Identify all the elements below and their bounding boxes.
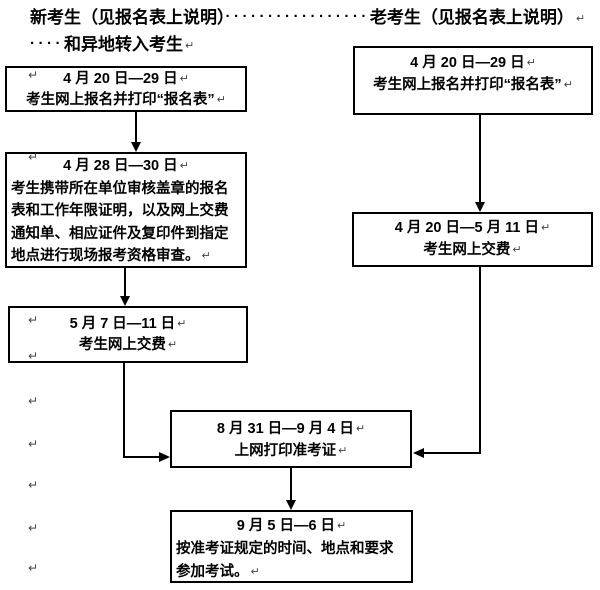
paragraph-mark: ↵ (28, 561, 39, 575)
return-mark: ↵ (179, 160, 189, 172)
transfer-candidates-label: 和异地转入考生 (63, 35, 183, 54)
return-mark: ↵ (184, 40, 195, 52)
arrowhead-down-icon (120, 296, 130, 306)
connector-right2-center1-horizontal (424, 452, 481, 454)
new-online-registration-box: 4 月 20 日—29 日↵ 考生网上报名并打印“报名表”↵ (5, 66, 247, 112)
new-online-payment-box: 5 月 7 日—11 日↵ 考生网上交费↵ (8, 306, 248, 363)
paragraph-mark: ↵ (28, 521, 39, 535)
new-registration-text: 考生网上报名并打印“报名表” (26, 92, 215, 108)
connector-right2-center1-vertical (479, 267, 481, 454)
return-mark: ↵ (250, 566, 260, 578)
paragraph-mark: ↵ (28, 68, 39, 82)
return-mark: ↵ (338, 445, 348, 457)
return-mark: ↵ (355, 423, 366, 435)
connector-left2-left3 (124, 268, 126, 297)
new-payment-text: 考生网上交费 (78, 337, 166, 353)
new-candidates-label: 新考生（见报名表上说明） (30, 8, 226, 27)
dotted-leader-2: ···· (30, 35, 64, 52)
dotted-leader: ················· (225, 8, 370, 25)
arrowhead-right-icon (159, 452, 170, 462)
new-payment-date: 5 月 7 日—11 日 (69, 316, 176, 332)
return-mark: ↵ (179, 73, 189, 85)
old-online-registration-box: 4 月 20 日—29 日↵ 考生网上报名并打印“报名表”↵ (353, 46, 593, 115)
print-ticket-text: 上网打印准考证 (234, 443, 337, 459)
return-mark: ↵ (541, 222, 551, 234)
return-mark: ↵ (167, 339, 178, 351)
old-registration-text: 考生网上报名并打印“报名表” (373, 77, 562, 93)
paragraph-mark: ↵ (28, 349, 39, 363)
old-payment-text: 考生网上交费 (423, 242, 511, 258)
print-ticket-date: 8 月 31 日—9 月 4 日 (216, 421, 354, 437)
arrowhead-left-icon (413, 448, 424, 458)
return-mark: ↵ (201, 250, 211, 262)
old-candidates-label: 老考生（见报名表上说明） (369, 8, 574, 27)
return-mark: ↵ (526, 57, 536, 69)
connector-left3-center1-vertical (123, 363, 125, 457)
header-line-2: ····和异地转入考生↵ (30, 33, 194, 57)
connector-left3-center1-horizontal (123, 456, 160, 458)
review-text: 考生携带所在单位审核盖章的报名表和工作年限证明，以及网上交费通知单、相应证件及复… (11, 180, 229, 265)
new-registration-date: 4 月 20 日—29 日 (63, 71, 178, 87)
paragraph-mark: ↵ (28, 150, 39, 164)
exam-date: 9 月 5 日—6 日 (236, 518, 336, 534)
return-mark: ↵ (563, 79, 573, 91)
return-mark: ↵ (216, 94, 226, 106)
return-mark: ↵ (575, 13, 586, 25)
print-admission-ticket-box: 8 月 31 日—9 月 4 日↵ 上网打印准考证↵ (170, 410, 412, 468)
paragraph-mark: ↵ (28, 313, 39, 327)
paragraph-mark: ↵ (28, 95, 39, 109)
paragraph-mark: ↵ (28, 394, 39, 408)
connector-right1-right2 (479, 115, 481, 203)
old-payment-date: 4 月 20 日—5 月 11 日 (394, 220, 540, 236)
onsite-qualification-review-box: 4 月 28 日—30 日↵ 考生携带所在单位审核盖章的报名表和工作年限证明，以… (5, 152, 247, 268)
connector-left1-left2 (135, 112, 137, 144)
old-online-payment-box: 4 月 20 日—5 月 11 日↵ 考生网上交费↵ (352, 212, 593, 267)
paragraph-mark: ↵ (28, 437, 39, 451)
return-mark: ↵ (177, 318, 187, 330)
arrowhead-down-icon (286, 500, 296, 510)
connector-center1-center2 (290, 468, 292, 501)
review-date: 4 月 28 日—30 日 (63, 158, 178, 174)
paragraph-mark: ↵ (28, 478, 39, 492)
arrowhead-down-icon (475, 202, 485, 212)
exam-text: 按准考证规定的时间、地点和要求参加考试。 (176, 541, 394, 580)
header-line-1: 新考生（见报名表上说明）·················老考生（见报名表上说明… (30, 6, 585, 30)
exam-box: 9 月 5 日—6 日↵ 按准考证规定的时间、地点和要求参加考试。↵ (170, 510, 413, 583)
old-registration-date: 4 月 20 日—29 日 (410, 55, 525, 71)
return-mark: ↵ (337, 520, 347, 532)
return-mark: ↵ (512, 244, 522, 256)
arrowhead-down-icon (131, 142, 141, 152)
